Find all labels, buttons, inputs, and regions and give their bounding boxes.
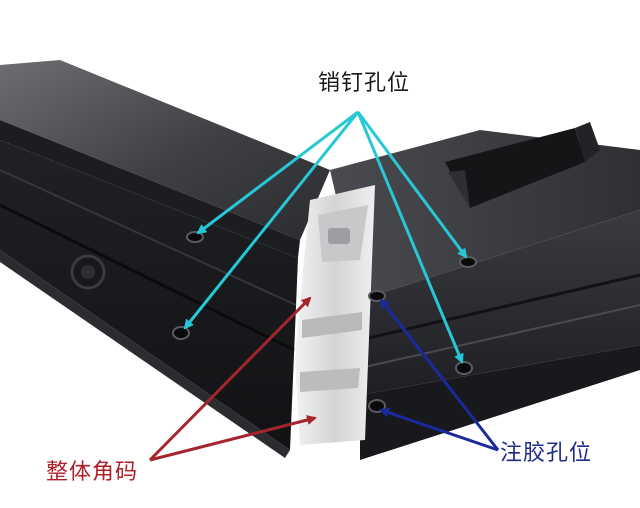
pin-hole-arrows — [183, 110, 468, 364]
corner-bracket-label: 整体角码 — [46, 460, 139, 485]
glue-hole-arrows — [379, 298, 500, 452]
right-profile — [330, 122, 640, 460]
pin-holes-label: 销钉孔位 — [318, 71, 411, 96]
corner-bracket-arrows — [148, 296, 317, 462]
glue-holes-label: 注胶孔位 — [500, 441, 593, 466]
left-profile — [0, 60, 330, 458]
pin-holes — [172, 231, 477, 375]
corner-bracket — [295, 185, 375, 445]
